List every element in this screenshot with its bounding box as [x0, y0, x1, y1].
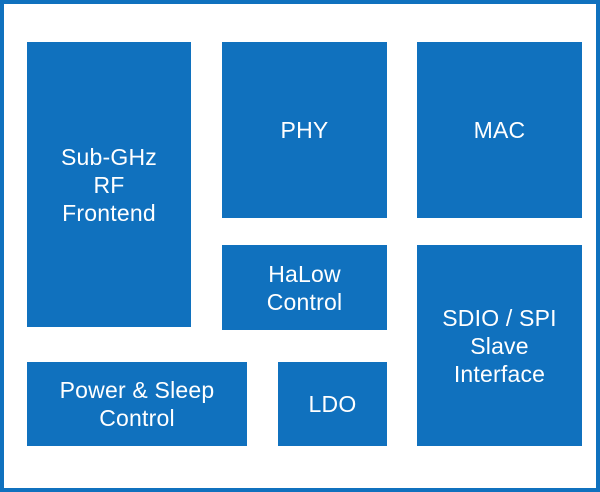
block-halow-control: HaLow Control: [222, 245, 387, 330]
block-label-power-sleep-control: Power & Sleep Control: [59, 377, 215, 431]
block-label-sdio-spi-slave-interface: SDIO / SPI Slave Interface: [442, 304, 557, 387]
block-ldo: LDO: [278, 362, 387, 446]
block-power-sleep-control: Power & Sleep Control: [27, 362, 247, 446]
block-mac: MAC: [417, 42, 582, 218]
block-label-phy: PHY: [280, 117, 329, 143]
block-label-mac: MAC: [473, 117, 526, 143]
block-sdio-spi-slave-interface: SDIO / SPI Slave Interface: [417, 245, 582, 446]
block-label-ldo: LDO: [308, 391, 357, 417]
block-phy: PHY: [222, 42, 387, 218]
block-label-subghz-rf-frontend: Sub-GHz RF Frontend: [61, 143, 157, 226]
block-subghz-rf-frontend: Sub-GHz RF Frontend: [27, 42, 191, 327]
block-label-halow-control: HaLow Control: [266, 260, 343, 315]
